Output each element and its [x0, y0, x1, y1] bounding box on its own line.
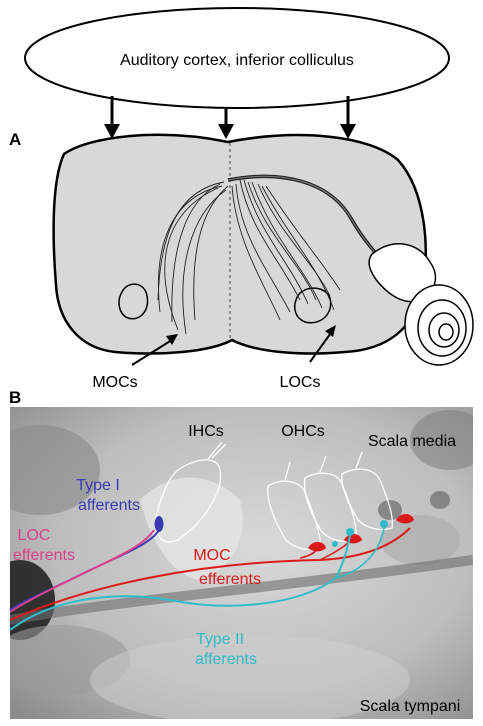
panel-b-letter: B [9, 388, 21, 407]
scala-media-label: Scala media [368, 433, 456, 450]
loc-label: LOCs [280, 374, 321, 391]
source-label: Auditory cortex, inferior colliculus [120, 52, 354, 69]
scala-tympani-label: Scala tympani [360, 698, 461, 715]
type2-label-line2: afferents [195, 651, 257, 668]
panel-a-letter: A [9, 130, 21, 149]
panel-a: A Auditory cortex, inferior colliculus [9, 8, 473, 391]
moc-efferents-line1: MOC [193, 547, 230, 564]
moc-label: MOCs [92, 374, 137, 391]
type1-label-line2: afferents [78, 497, 140, 514]
type1-terminal [155, 516, 164, 532]
moc-efferents-line2: efferents [199, 571, 261, 588]
loc-efferents-line2: efferents [13, 547, 75, 564]
ihc-label: IHCs [188, 423, 224, 440]
ohc-label: OHCs [281, 423, 325, 440]
loc-efferents-line1: LOC [18, 527, 51, 544]
panel-b: B [0, 388, 483, 725]
type2-label-line1: Type II [196, 631, 244, 648]
type1-label-line1: Type I [76, 477, 120, 494]
